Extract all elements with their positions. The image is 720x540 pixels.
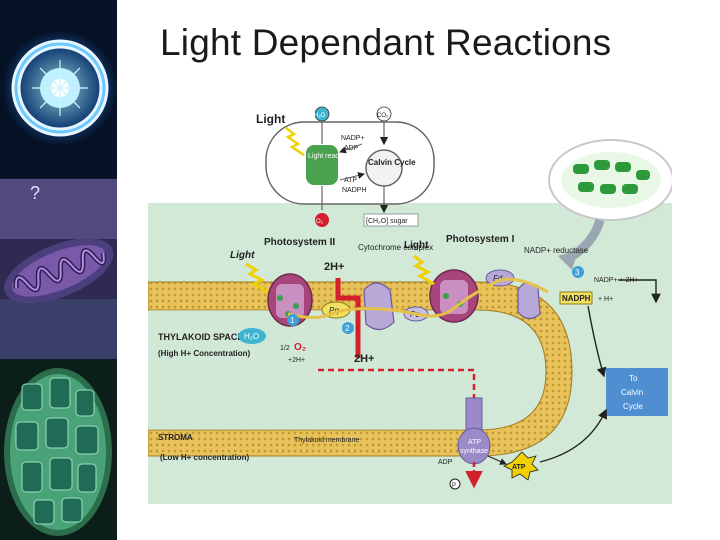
overview-diagram: Light H₂O CO₂ Light reactions Calvin Cyc… <box>256 106 435 227</box>
overview-sugar-label: [CH₂O] sugar <box>366 218 408 225</box>
sidebar-image-strip: ? <box>0 0 117 540</box>
light-burst-image <box>0 0 117 178</box>
light-bolt-icon <box>285 127 305 157</box>
to-calvin-line-1: To <box>629 374 638 383</box>
step-2-marker: 2 <box>345 324 350 333</box>
nadph-label: NADPH <box>562 294 591 303</box>
stroma-label: STROMA <box>158 433 193 442</box>
pq-label: Pq <box>329 306 339 315</box>
to-calvin-cycle-box <box>606 368 668 416</box>
low-h-label: (Low H+ concentration) <box>160 453 249 462</box>
photosystem-i-label: Photosystem I <box>446 234 515 245</box>
co2-icon <box>376 106 392 122</box>
light-label-1: Light <box>230 250 255 261</box>
light-bolt-2-icon <box>413 254 435 286</box>
phosphate-label: P <box>452 483 456 489</box>
photosystem-ii-label: Photosystem II <box>264 237 335 248</box>
calvin-cycle-circle <box>365 149 403 187</box>
chloroplast-inset <box>548 139 674 270</box>
overview-co2-label: CO₂ <box>377 113 389 119</box>
light-bolt-1-icon <box>245 262 269 294</box>
nadph-box <box>559 291 593 305</box>
light-label-2: Light <box>404 240 429 251</box>
h-plus-label: + H+ <box>598 296 613 303</box>
svg-text:?: ? <box>30 183 40 203</box>
atp-synthase <box>457 397 491 465</box>
overview-adp-label: ADP <box>344 145 359 152</box>
mitochondrion-image: ? <box>0 179 117 359</box>
overview-nadph-label: NADPH <box>342 187 367 194</box>
electron-path <box>287 277 549 319</box>
cytochrome-label: Cytochrome complex <box>358 243 433 252</box>
nadp-reductase-label: NADP+ reductase <box>524 246 589 255</box>
high-h-label: (High H+ Concentration) <box>158 349 251 358</box>
overview-nadp-label: NADP+ <box>341 135 365 142</box>
h-pump-line <box>335 278 361 358</box>
half-label: 1/2 <box>280 345 290 352</box>
fd-label: Fd <box>493 274 503 283</box>
overview-h2o-label: H₂O <box>314 113 326 119</box>
h-plus-top-label: 2H+ <box>324 261 345 273</box>
overview-atp-label: ATP <box>344 177 357 184</box>
h-plus-bottom-label: 2H+ <box>354 353 375 365</box>
water-icon <box>314 106 330 122</box>
adp-label: ADP <box>438 459 453 466</box>
light-reactions-box <box>306 145 338 185</box>
photosystem-ii <box>267 273 313 327</box>
step-1-marker: 1 <box>290 316 295 325</box>
nadp-2h-label: NADP+ + 2H+ <box>594 277 639 284</box>
photosystem-i <box>429 269 479 323</box>
slide-title: Light Dependant Reactions <box>160 22 612 63</box>
nadp-reductase <box>517 281 541 320</box>
atp-label: ATP <box>512 464 526 471</box>
thylakoid-membrane-label: Thylakoid membrane <box>294 437 359 444</box>
atp-synthase-label-2: synthase <box>460 448 488 455</box>
plus-2h-label: +2H+ <box>288 357 305 364</box>
chloroplast-image <box>0 360 117 540</box>
atp-synthase-label-1: ATP <box>468 439 481 446</box>
cytochrome-complex <box>363 282 395 331</box>
atp-starburst <box>503 451 539 481</box>
overview-calvin-label: Calvin Cycle <box>368 158 416 167</box>
thylakoid-space-label: THYLAKOID SPACE <box>158 332 243 342</box>
overview-light-reactions-label: Light reactions <box>308 153 354 160</box>
step-3-marker: 3 <box>575 268 580 277</box>
to-calvin-line-2: Calvin <box>621 388 643 397</box>
to-calvin-line-3: Cycle <box>623 402 644 411</box>
water-label: H₂O <box>244 332 259 341</box>
overview-o2-label: O₂ <box>316 219 324 225</box>
light-reactions-diagram: Light H₂O CO₂ Light reactions Calvin Cyc… <box>147 100 674 504</box>
overview-light-label: Light <box>256 112 285 126</box>
o2-label: O₂ <box>294 342 306 353</box>
o2-icon <box>315 213 329 227</box>
